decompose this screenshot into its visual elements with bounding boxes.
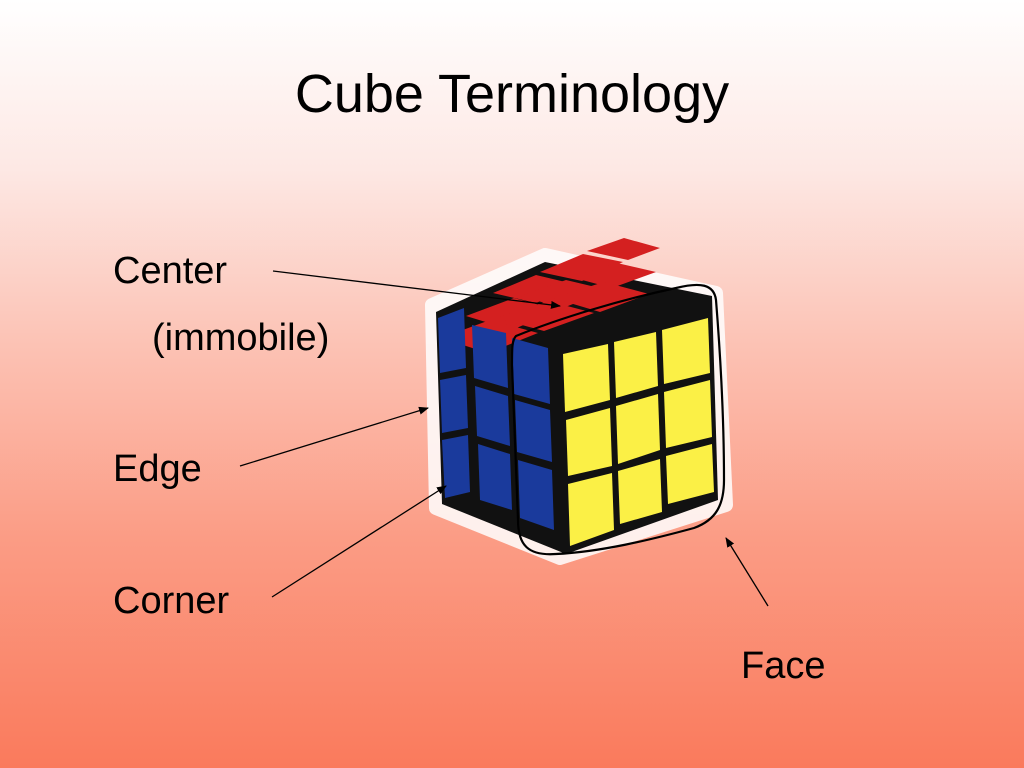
corner-arrow: [271, 485, 447, 598]
face-arrow: [725, 537, 769, 607]
edge-arrow: [239, 406, 429, 467]
slide-title: Cube Terminology: [294, 64, 730, 124]
label-center-note: (immobile): [152, 317, 330, 359]
label-edge: Edge: [113, 448, 202, 490]
cube-left-face: [438, 308, 554, 530]
cube-front-face: [563, 318, 714, 546]
label-face: Face: [741, 645, 826, 687]
rubiks-cube-image: [425, 238, 733, 565]
center-arrow: [272, 270, 561, 309]
label-center: Center: [113, 250, 228, 292]
face-outline: [510, 283, 726, 556]
label-corner: Corner: [113, 580, 230, 622]
